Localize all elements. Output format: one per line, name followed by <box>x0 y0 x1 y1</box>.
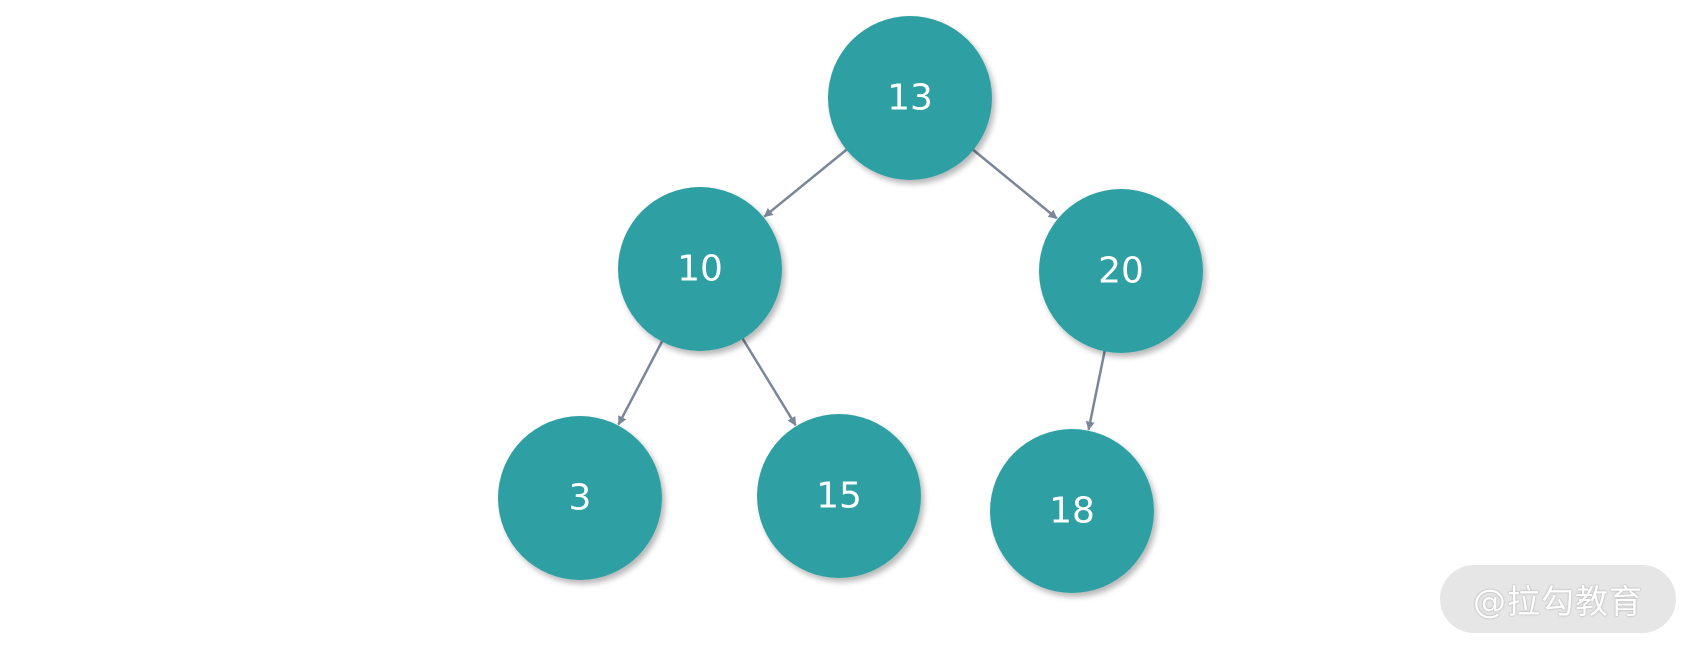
tree-node-circle <box>618 187 782 351</box>
tree-node-circle <box>498 416 662 580</box>
tree-node-3: 3 <box>498 416 662 580</box>
tree-node-10: 10 <box>618 187 782 351</box>
watermark-text: @拉勾教育 <box>1473 582 1643 621</box>
watermark-badge: @拉勾教育 <box>1440 565 1676 633</box>
edge-n13-n20 <box>971 147 1058 220</box>
edge-n20-n18 <box>1085 349 1107 431</box>
tree-node-label: 3 <box>569 478 592 519</box>
nodes-layer: 13 10 20 3 15 18 <box>498 16 1203 593</box>
edge-n10-n3 <box>617 339 664 426</box>
tree-node-15: 15 <box>757 414 921 578</box>
tree-node-13: 13 <box>828 16 992 180</box>
tree-node-circle <box>1039 189 1203 353</box>
tree-node-20: 20 <box>1039 189 1203 353</box>
tree-node-label: 18 <box>1049 491 1095 532</box>
tree-node-18: 18 <box>990 429 1154 593</box>
tree-node-label: 13 <box>887 78 933 119</box>
tree-node-label: 20 <box>1098 251 1144 292</box>
edge-n13-n10 <box>763 147 849 218</box>
tree-node-label: 10 <box>677 249 723 290</box>
edges-layer <box>617 147 1107 431</box>
tree-node-circle <box>828 16 992 180</box>
tree-node-label: 15 <box>816 476 862 517</box>
tree-node-circle <box>757 414 921 578</box>
tree-node-circle <box>990 429 1154 593</box>
edge-n10-n15 <box>740 336 797 426</box>
